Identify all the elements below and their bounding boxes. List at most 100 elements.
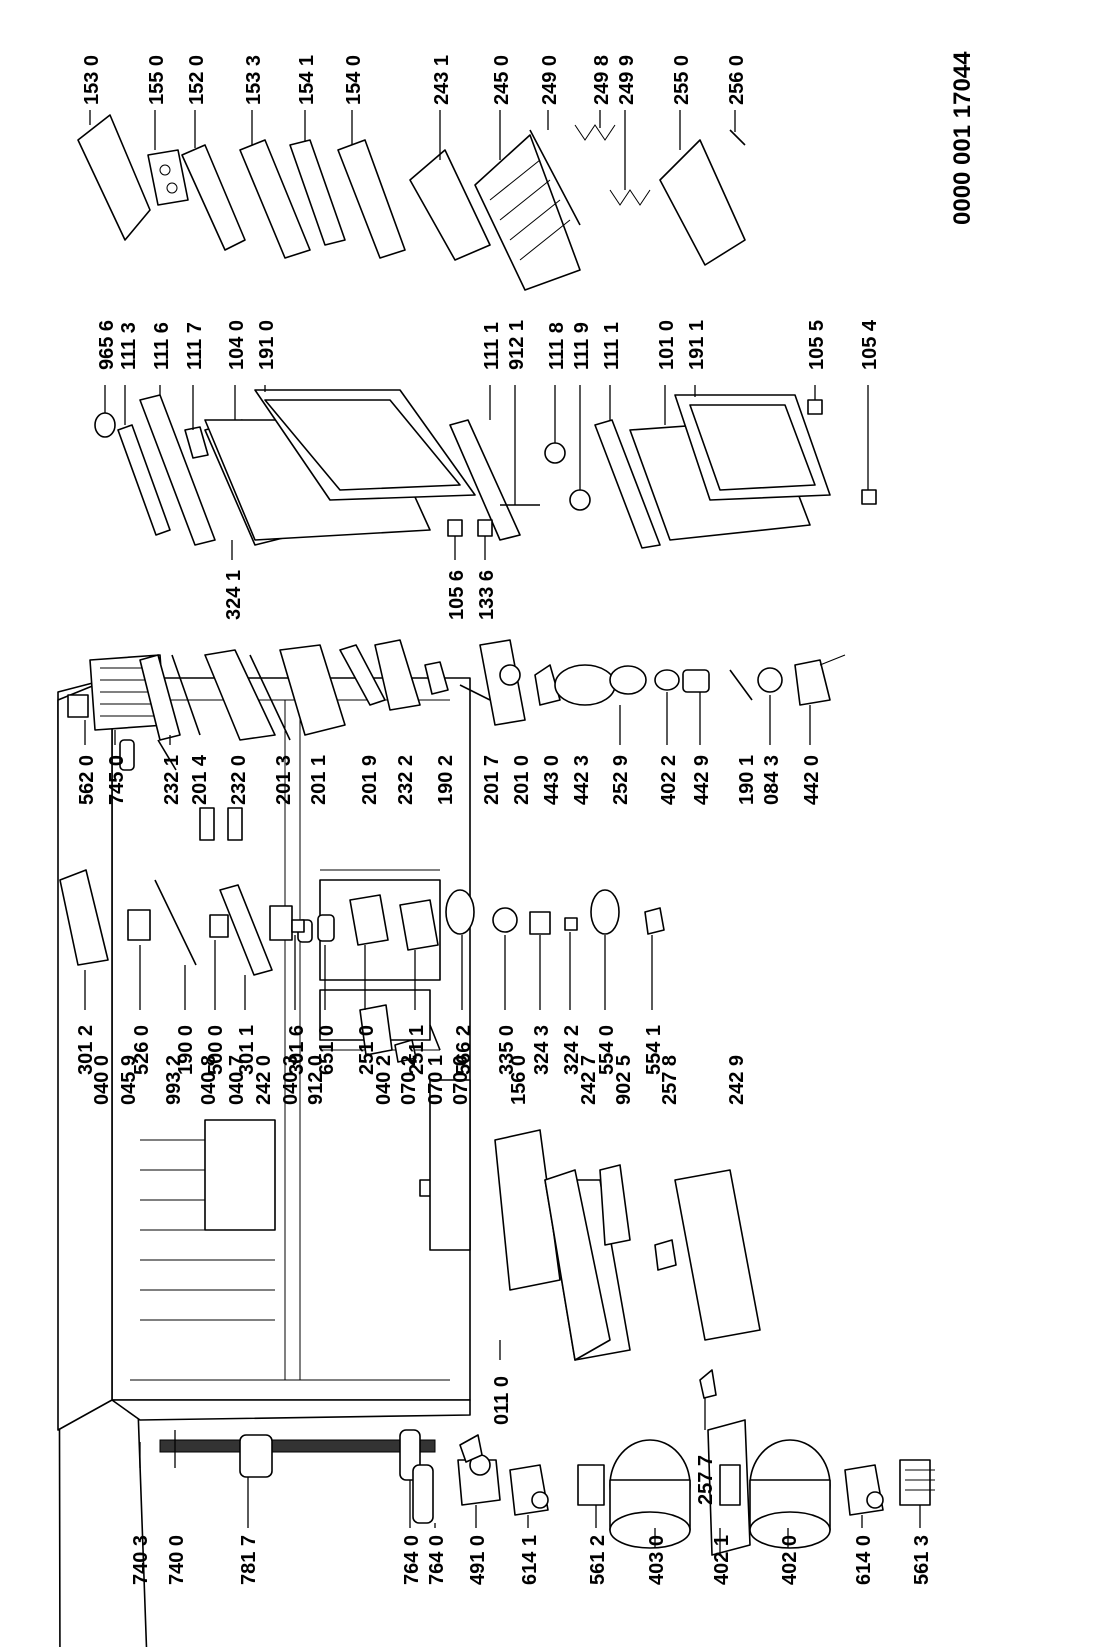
document-number: 0000 001 17044 <box>949 51 976 225</box>
part-label: 740 3 <box>130 1535 152 1585</box>
part-label: 040 0 <box>91 1055 113 1105</box>
part-label: 902 5 <box>613 1055 635 1105</box>
part-label: 191 1 <box>686 320 708 370</box>
part-label: 111 1 <box>601 322 623 370</box>
part-label: 190 2 <box>435 755 457 805</box>
part-label: 566 2 <box>453 1025 475 1075</box>
part-label: 255 0 <box>671 55 693 105</box>
part-label: 491 0 <box>467 1535 489 1585</box>
part-label: 154 0 <box>343 55 365 105</box>
part-label: 070 1 <box>425 1055 447 1105</box>
part-label: 045 9 <box>118 1055 140 1105</box>
part-label: 111 3 <box>118 322 140 370</box>
part-label: 040 8 <box>198 1055 220 1105</box>
part-label: 242 9 <box>726 1055 748 1105</box>
part-label: 011 0 <box>491 1376 513 1425</box>
part-label: 402 1 <box>711 1535 733 1585</box>
part-label: 442 3 <box>571 755 593 805</box>
part-label: 402 0 <box>779 1535 801 1585</box>
part-label: 249 8 <box>591 55 613 105</box>
part-label: 111 7 <box>184 322 206 370</box>
door-parts <box>94 389 877 549</box>
part-label: 201 0 <box>511 755 533 805</box>
part-label: 190 0 <box>175 1025 197 1075</box>
part-label: 245 0 <box>491 55 513 105</box>
part-label: 554 1 <box>643 1025 665 1075</box>
part-label: 301 2 <box>75 1025 97 1075</box>
part-label: 251 0 <box>356 1025 378 1075</box>
part-label: 562 0 <box>76 755 98 805</box>
part-label: 154 1 <box>296 55 318 105</box>
leader-lines <box>84 110 921 1555</box>
part-label: 324 1 <box>223 570 245 620</box>
part-label: 251 1 <box>406 1025 428 1075</box>
part-label: 554 0 <box>596 1025 618 1075</box>
part-label: 201 1 <box>308 755 330 805</box>
part-label: 153 0 <box>81 55 103 105</box>
cabinet-body <box>57 677 471 1647</box>
part-label: 040 2 <box>373 1055 395 1105</box>
part-label: 201 9 <box>359 755 381 805</box>
part-label: 232 1 <box>161 755 183 805</box>
part-label: 252 9 <box>610 755 632 805</box>
part-label: 912 0 <box>305 1055 327 1105</box>
part-label: 561 3 <box>911 1535 933 1585</box>
part-label: 402 2 <box>658 755 680 805</box>
part-label: 232 2 <box>395 755 417 805</box>
part-label: 257 8 <box>659 1055 681 1105</box>
part-label: 912 1 <box>506 320 528 370</box>
compressor-parts <box>239 1419 935 1556</box>
part-label: 101 0 <box>656 320 678 370</box>
part-label: 232 0 <box>228 755 250 805</box>
part-label: 201 4 <box>189 754 211 805</box>
part-label: 256 0 <box>726 55 748 105</box>
part-label: 111 6 <box>151 322 173 370</box>
part-label: 561 2 <box>587 1535 609 1585</box>
part-label: 111 1 <box>481 322 503 370</box>
part-label: 242 7 <box>578 1055 600 1105</box>
part-label: 781 7 <box>238 1535 260 1585</box>
part-label: 614 0 <box>853 1535 875 1585</box>
part-label: 201 3 <box>273 755 295 805</box>
part-label: 442 9 <box>691 755 713 805</box>
part-label: 040 7 <box>226 1055 248 1105</box>
part-label: 764 0 <box>426 1535 448 1585</box>
part-label: 243 1 <box>431 55 453 105</box>
evaporator-and-duct-parts <box>67 639 846 741</box>
part-label: 403 0 <box>646 1535 668 1585</box>
part-label: 745 0 <box>106 755 128 805</box>
part-label: 500 0 <box>205 1025 227 1075</box>
part-label: 301 6 <box>286 1025 308 1075</box>
part-label: 301 1 <box>236 1025 258 1075</box>
part-label: 084 3 <box>761 755 783 805</box>
part-label: 155 0 <box>146 55 168 105</box>
part-label: 070 0 <box>450 1055 472 1105</box>
part-label: 965 6 <box>96 320 118 370</box>
part-label: 156 0 <box>508 1055 530 1105</box>
part-label: 111 9 <box>571 322 593 370</box>
part-label: 443 0 <box>541 755 563 805</box>
part-label: 614 1 <box>519 1535 541 1585</box>
part-label: 153 3 <box>243 55 265 105</box>
part-label: 201 7 <box>481 755 503 805</box>
part-label: 249 0 <box>539 55 561 105</box>
part-label: 191 0 <box>256 320 278 370</box>
part-label: 651 0 <box>316 1025 338 1075</box>
part-label: 152 0 <box>186 55 208 105</box>
part-label: 335 0 <box>496 1025 518 1075</box>
part-label: 111 8 <box>546 322 568 370</box>
part-label: 526 0 <box>131 1025 153 1075</box>
part-label: 070 2 <box>398 1055 420 1105</box>
part-label: 324 3 <box>531 1025 553 1075</box>
part-label: 249 9 <box>616 55 638 105</box>
hinge-and-drawer-parts <box>97 689 761 1476</box>
door-shelf-parts <box>77 114 746 291</box>
part-label: 993 2 <box>163 1055 185 1105</box>
part-label: 764 0 <box>401 1535 423 1585</box>
part-label: 740 0 <box>166 1535 188 1585</box>
part-label: 105 5 <box>806 320 828 370</box>
part-label: 105 4 <box>859 319 881 370</box>
part-label: 040 3 <box>280 1055 302 1105</box>
part-label: 104 0 <box>226 320 248 370</box>
